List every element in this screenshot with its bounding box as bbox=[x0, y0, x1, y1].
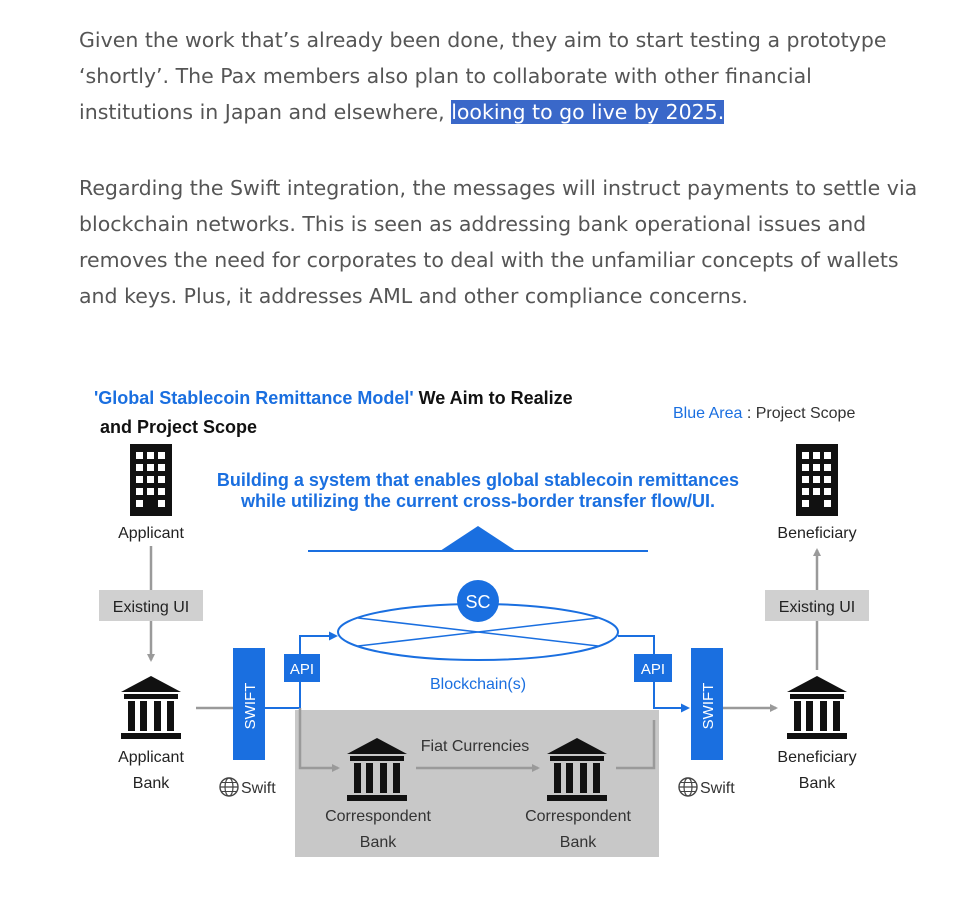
legend: Blue Area : Project Scope bbox=[673, 405, 855, 422]
existing-ui-left-label: Existing UI bbox=[113, 599, 189, 616]
swift-to-correspondent-arrow bbox=[298, 708, 340, 772]
figure-title-line-2: and Project Scope bbox=[100, 417, 257, 437]
paragraph-2-line-3: removes the need for corporates to deal … bbox=[79, 248, 899, 272]
fiat-currencies-label: Fiat Currencies bbox=[421, 738, 529, 755]
swift-bar-left-label: SWIFT bbox=[242, 683, 259, 730]
api-right-box bbox=[634, 654, 672, 682]
beneficiary-bank-label-2: Bank bbox=[799, 775, 836, 792]
paragraph-2-line-2: blockchain networks. This is seen as add… bbox=[79, 212, 867, 236]
correspondent-to-swift-arrow bbox=[616, 720, 656, 770]
legend-blue-area: Blue Area bbox=[673, 405, 742, 422]
figure-title-rest: We Aim to Realize bbox=[414, 388, 573, 408]
existing-ui-left-box bbox=[99, 590, 203, 621]
correspondent-bank-1-label-2: Bank bbox=[360, 834, 397, 851]
banner-triangle bbox=[440, 526, 516, 551]
blockchains-label: Blockchain(s) bbox=[430, 676, 526, 693]
swift-bar-right bbox=[691, 648, 723, 760]
applicant-bank-label-2: Bank bbox=[133, 775, 170, 792]
paragraph-1: Given the work that’s already been done,… bbox=[79, 22, 929, 130]
existing-ui-right-box bbox=[765, 590, 869, 621]
swift-bar-right-label: SWIFT bbox=[700, 683, 717, 730]
sc-node bbox=[457, 580, 499, 622]
swift-bar-left bbox=[233, 648, 265, 760]
beneficiary-label: Beneficiary bbox=[777, 525, 856, 542]
selected-text-highlight[interactable]: looking to go live by 2025. bbox=[451, 100, 725, 124]
figure-title-quote: 'Global Stablecoin Remittance Model' bbox=[94, 388, 414, 408]
swift-logo-left-globe-icon bbox=[219, 777, 239, 797]
applicant-bank-label-1: Applicant bbox=[118, 749, 184, 766]
correspondent-bank-1-label-1: Correspondent bbox=[325, 808, 431, 825]
beneficiary-bank-label-1: Beneficiary bbox=[777, 749, 856, 766]
paragraph-2: Regarding the Swift integration, the mes… bbox=[79, 170, 929, 314]
swift-logo-right-text: Swift bbox=[700, 780, 735, 797]
paragraph-2-line-1: Regarding the Swift integration, the mes… bbox=[79, 176, 918, 200]
correspondent-scope-area bbox=[295, 710, 659, 857]
applicant-building-icon bbox=[130, 444, 172, 516]
swift-logo-right-globe-icon bbox=[678, 777, 698, 797]
figure-title: 'Global Stablecoin Remittance Model' We … bbox=[94, 388, 573, 408]
beneficiary-bank-icon bbox=[787, 676, 847, 739]
paragraph-1-line-3-text: institutions in Japan and elsewhere, bbox=[79, 100, 452, 124]
applicant-label: Applicant bbox=[118, 525, 184, 542]
paragraph-1-line-3: institutions in Japan and elsewhere, loo… bbox=[79, 94, 929, 130]
remittance-model-diagram: 'Global Stablecoin Remittance Model' We … bbox=[94, 388, 869, 857]
beneficiary-building-icon bbox=[796, 444, 838, 516]
existing-ui-right-label: Existing UI bbox=[779, 599, 855, 616]
banner-line-2: while utilizing the current cross-border… bbox=[240, 491, 715, 511]
paragraph-1-line-2: ‘shortly’. The Pax members also plan to … bbox=[79, 64, 812, 88]
blockchain-cross-2 bbox=[357, 617, 599, 647]
sc-label: SC bbox=[465, 592, 490, 612]
legend-project-scope: : Project Scope bbox=[742, 405, 855, 422]
api-left-box bbox=[284, 654, 320, 682]
api-left-label: API bbox=[290, 661, 314, 678]
correspondent-bank-2-label-1: Correspondent bbox=[525, 808, 631, 825]
applicant-bank-icon bbox=[121, 676, 181, 739]
correspondent-bank-2-label-2: Bank bbox=[560, 834, 597, 851]
api-right-label: API bbox=[641, 661, 665, 678]
swift-logo-left-text: Swift bbox=[241, 780, 276, 797]
paragraph-2-line-4: and keys. Plus, it addresses AML and oth… bbox=[79, 284, 748, 308]
paragraph-1-line-1: Given the work that’s already been done,… bbox=[79, 28, 887, 52]
banner-line-1: Building a system that enables global st… bbox=[217, 470, 739, 490]
